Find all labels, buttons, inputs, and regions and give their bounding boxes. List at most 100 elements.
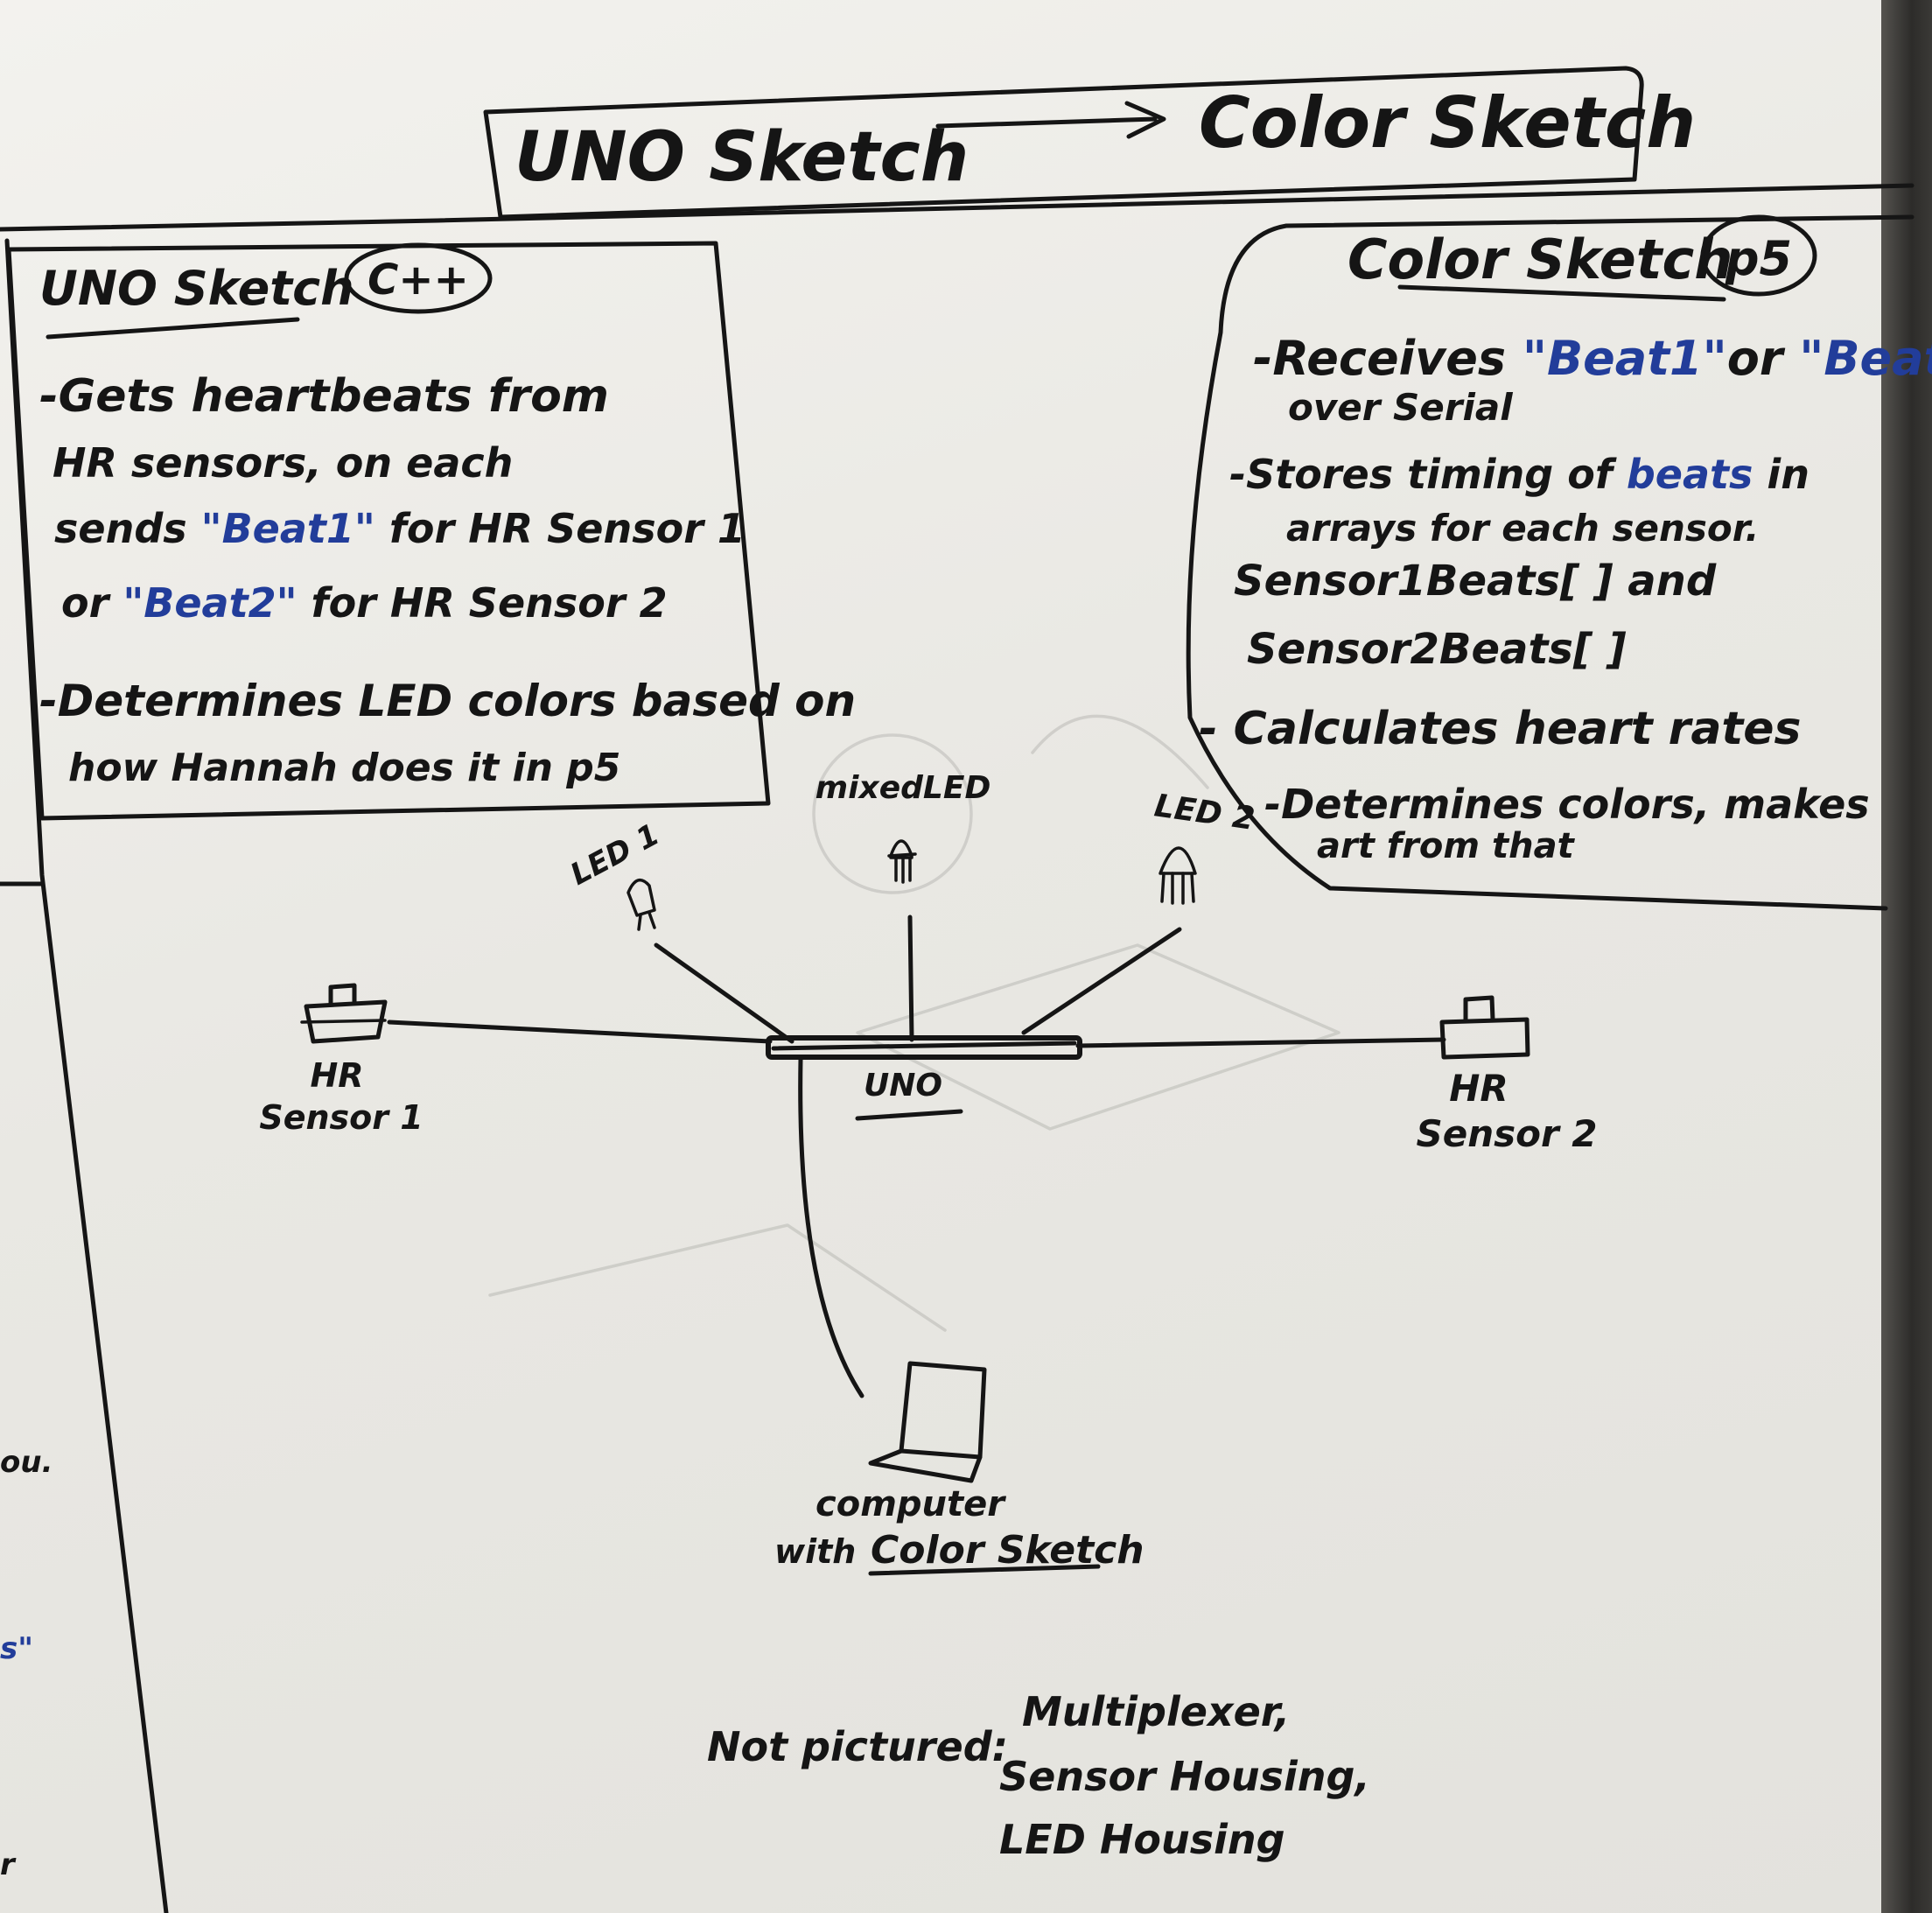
color-box-notes: -Receives "Beat1"or "Beat2"over Serial-S…	[1199, 331, 1932, 866]
color_box-line-2-part-0: -Stores timing of	[1229, 451, 1627, 498]
color_box-line-0-part-1: "Beat1"	[1522, 331, 1727, 386]
color_box-line-4-part-0: Sensor1Beats[ ] and	[1234, 557, 1717, 606]
color_box-line-7: -Determines colors, makes	[1264, 781, 1870, 828]
color_box-line-8-part-0: art from that	[1317, 826, 1576, 866]
not-pictured-note: Not pictured: Multiplexer, Sensor Housin…	[707, 1688, 1370, 1863]
uno-box-title: UNO Sketch	[39, 261, 354, 316]
color_box-line-8: art from that	[1317, 826, 1576, 866]
color_box-line-1-part-0: over Serial	[1288, 386, 1513, 429]
hr-sensor-2: HR Sensor 2	[1416, 995, 1598, 1155]
wires	[387, 914, 1446, 1398]
color_box-line-7-part-0: -Determines colors, makes	[1264, 781, 1870, 828]
left-edge-scraps: ou. s" r	[0, 1445, 52, 1882]
hr-sensor-1: HR Sensor 1	[259, 983, 424, 1137]
color_box-line-0-part-2: or	[1727, 331, 1800, 386]
uno_box-line-1: HR sensors, on each	[52, 439, 513, 487]
uno_box-line-2-part-0: sends	[54, 505, 201, 552]
scrap-3: r	[0, 1847, 17, 1882]
color_box-line-2: -Stores timing of beats in	[1229, 451, 1810, 498]
wire-led1-uno	[654, 942, 794, 1044]
header-left-text: UNO Sketch	[514, 118, 969, 197]
color_box-line-5-part-0: Sensor2Beats[ ]	[1247, 625, 1627, 674]
erased-ghost-marks	[488, 714, 1340, 1332]
color-sketch-box: Color Sketch p5 -Receives "Beat1"or "Bea…	[1186, 214, 1932, 911]
wire-hr1-uno	[387, 1020, 773, 1044]
hr1-label-line1: HR	[310, 1056, 363, 1095]
uno_box-line-3-part-1: "Beat2"	[122, 579, 297, 627]
color_box-line-6-part-0: - Calculates heart rates	[1199, 703, 1802, 755]
uno_box-line-2: sends "Beat1" for HR Sensor 1	[54, 505, 746, 552]
p5-badge-circle	[1700, 214, 1817, 297]
color_box-line-0-part-3: "Beat2"	[1799, 331, 1932, 386]
computer-label-link: Color Sketch	[871, 1528, 1144, 1573]
not-pictured-item-2: Sensor Housing,	[999, 1753, 1370, 1800]
uno_box-line-4: -Determines LED colors based on	[39, 676, 856, 726]
mixed-led: mixedLED	[816, 770, 991, 884]
color-box-outline	[1186, 214, 1914, 911]
uno-box-title-underline	[46, 317, 300, 340]
uno_box-line-4-part-0: -Determines LED colors based on	[39, 676, 856, 726]
hr2-label-line1: HR	[1449, 1067, 1508, 1110]
uno_box-line-3-part-0: or	[61, 579, 122, 627]
led-1: LED 1	[564, 817, 665, 931]
color_box-line-1: over Serial	[1288, 386, 1513, 429]
color_box-line-4: Sensor1Beats[ ] and	[1234, 557, 1717, 606]
color-box-title: Color Sketch	[1348, 228, 1732, 291]
header-right-text: Color Sketch	[1199, 82, 1696, 164]
color_box-line-2-part-2: in	[1753, 451, 1810, 498]
not-pictured-item-3: LED Housing	[999, 1816, 1285, 1863]
uno_box-line-0-part-0: -Gets heartbeats from	[39, 370, 609, 423]
wire-uno-computer	[798, 1056, 864, 1398]
color-box-title-underline	[1397, 284, 1726, 302]
wire-mixedled-uno	[907, 914, 914, 1042]
header-arrow	[935, 116, 1158, 129]
color_box-line-3-part-0: arrays for each sensor.	[1286, 507, 1759, 550]
wire-uno-hr2	[1075, 1037, 1446, 1048]
scrap-1: ou.	[0, 1445, 52, 1480]
computer-link-underline	[868, 1564, 1101, 1576]
uno_box-line-5: how Hannah does it in p5	[68, 746, 620, 790]
uno-label: UNO	[864, 1068, 942, 1104]
hr2-label-line2: Sensor 2	[1416, 1112, 1597, 1155]
uno_box-line-0: -Gets heartbeats from	[39, 370, 609, 423]
p5-badge-text: p5	[1725, 231, 1792, 286]
hr1-label-line2: Sensor 1	[259, 1098, 423, 1137]
uno-box-notes: -Gets heartbeats from HR sensors, on each…	[39, 370, 856, 790]
header-box: UNO Sketch Color Sketch	[483, 66, 1696, 220]
header-divider-line	[0, 183, 1914, 232]
scrap-2: s"	[0, 1631, 33, 1666]
color_box-line-0-part-0: -Receives	[1253, 331, 1522, 386]
led-2: LED 2	[1152, 788, 1257, 905]
led1-label: LED 1	[564, 817, 665, 893]
cpp-badge-circle	[344, 242, 493, 314]
color_box-line-5: Sensor2Beats[ ]	[1247, 625, 1627, 674]
computer-label-prefix: with	[774, 1532, 856, 1571]
not-pictured-label: Not pictured:	[707, 1723, 1008, 1770]
laptop-screen	[899, 1361, 987, 1460]
uno-label-underline	[855, 1109, 963, 1121]
led2-label: LED 2	[1152, 788, 1257, 837]
computer-laptop: computer with Color Sketch	[774, 1361, 1144, 1576]
uno_box-line-1-part-0: HR sensors, on each	[52, 439, 513, 487]
header-arrow-head	[1124, 101, 1166, 139]
uno_box-line-3: or "Beat2" for HR Sensor 2	[61, 579, 668, 627]
cpp-badge-text: C++	[368, 256, 469, 305]
mixedled-label: mixedLED	[816, 770, 991, 806]
uno_box-line-2-part-1: "Beat1"	[201, 505, 375, 552]
uno-board: UNO	[766, 1035, 1082, 1121]
computer-label-line1: computer	[816, 1484, 1006, 1524]
uno_box-line-2-part-2: for HR Sensor 1	[375, 505, 746, 552]
uno_box-line-5-part-0: how Hannah does it in p5	[68, 746, 620, 790]
wire-led2-uno	[1021, 927, 1182, 1035]
uno_box-line-3-part-2: for HR Sensor 2	[298, 579, 668, 627]
uno-sketch-box: UNO Sketch C++ -Gets heartbeats from HR s…	[6, 241, 856, 821]
not-pictured-item-1: Multiplexer,	[1022, 1688, 1290, 1735]
color_box-line-3: arrays for each sensor.	[1286, 507, 1759, 550]
color_box-line-6: - Calculates heart rates	[1199, 703, 1802, 755]
color_box-line-2-part-1: beats	[1627, 451, 1754, 498]
whiteboard-frame	[1881, 0, 1932, 1913]
color_box-line-0: -Receives "Beat1"or "Beat2"	[1253, 331, 1932, 386]
laptop-base	[868, 1448, 983, 1483]
